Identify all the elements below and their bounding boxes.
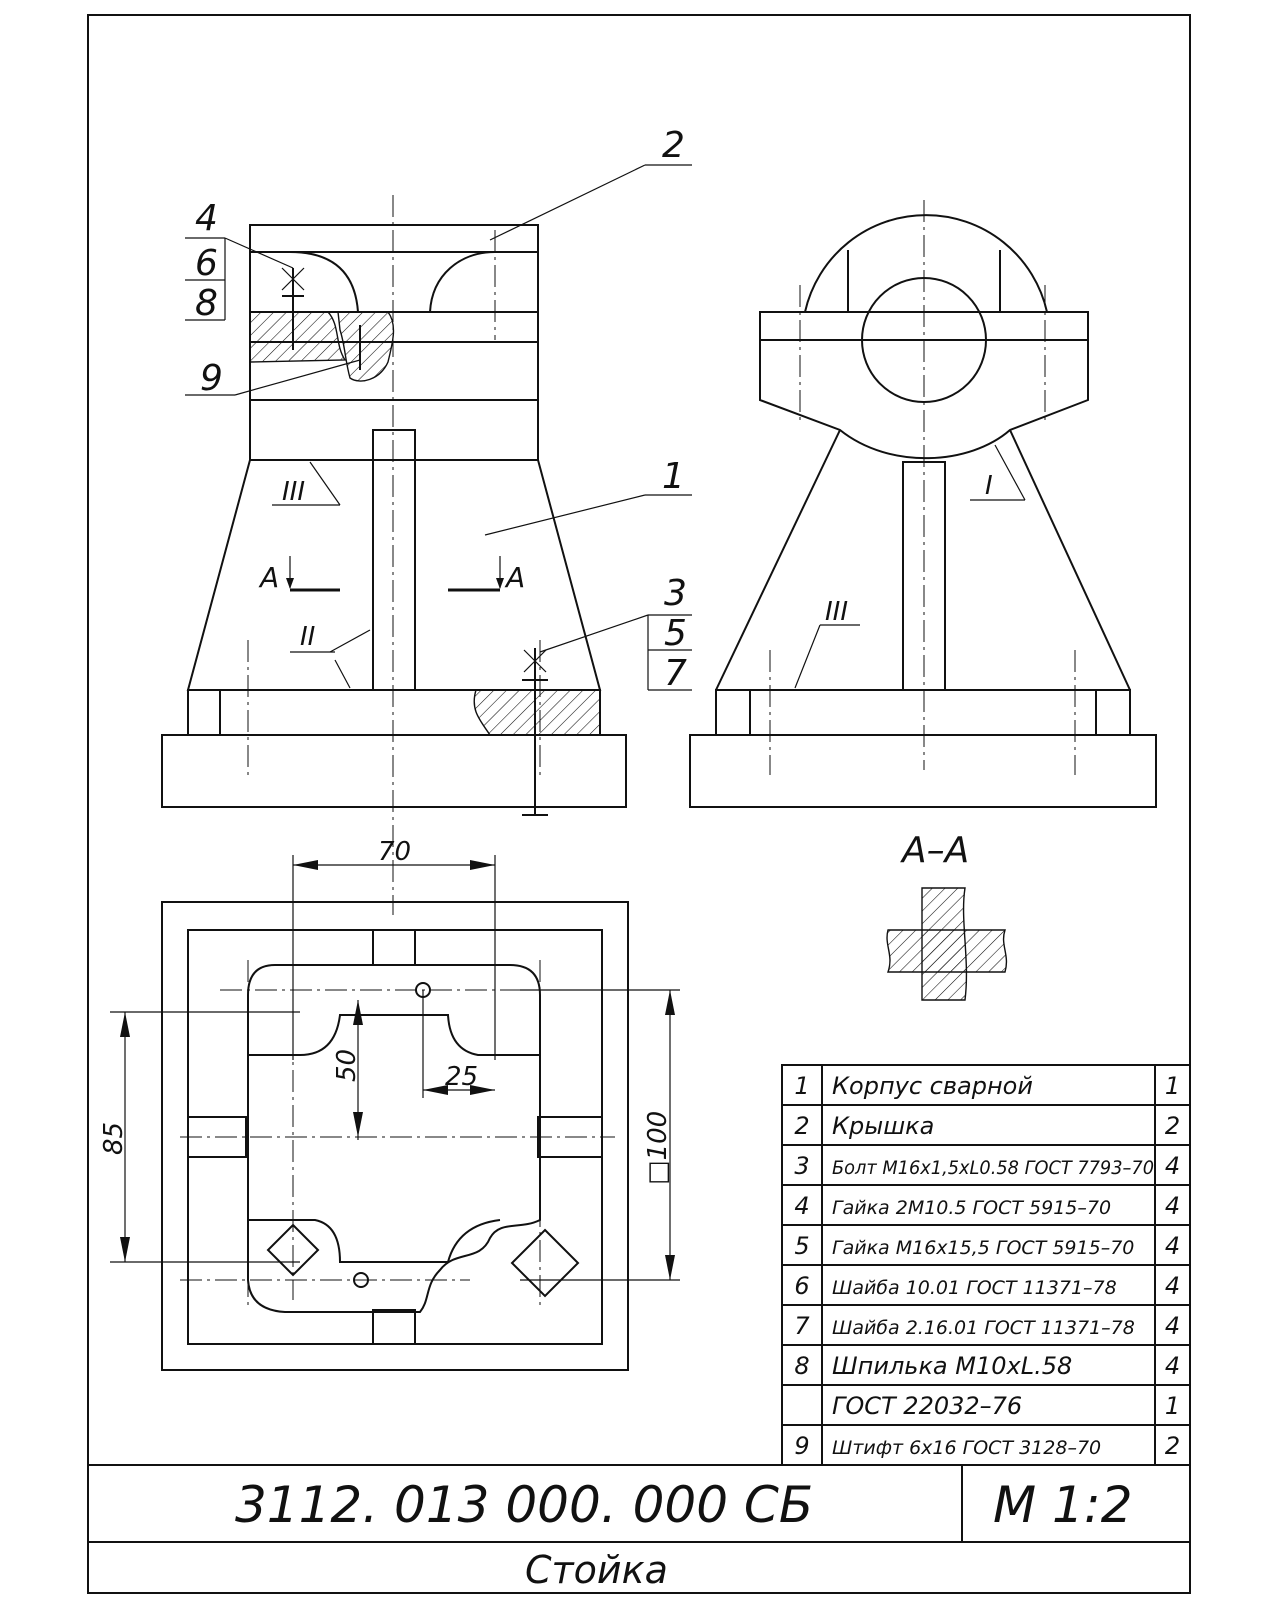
parts-row-qty: 1 xyxy=(1165,1072,1180,1100)
parts-row-qty: 4 xyxy=(1165,1192,1180,1220)
scale: М 1:2 xyxy=(993,1476,1133,1534)
parts-row-qty: 2 xyxy=(1165,1432,1180,1460)
parts-row-name: Шайба 2.16.01 ГОСТ 11371–78 xyxy=(832,1317,1135,1339)
dim-70: 70 xyxy=(378,837,411,867)
side-view: I III xyxy=(689,200,1157,808)
parts-row-name: Гайка М16х15,5 ГОСТ 5915–70 xyxy=(832,1237,1134,1259)
cut-letter-right: А xyxy=(504,561,525,594)
callout-9: 9 xyxy=(200,358,223,399)
drawing-title: Стойка xyxy=(525,1548,668,1592)
parts-row-pos: 9 xyxy=(794,1432,809,1460)
callout-5: 5 xyxy=(664,613,687,654)
weld-mark-i: I xyxy=(985,471,993,501)
callout-1: 1 xyxy=(662,456,685,497)
parts-row-pos: 1 xyxy=(794,1072,809,1100)
callout-4: 4 xyxy=(195,198,218,239)
cut-letter-left: А xyxy=(258,561,279,594)
section-a-a: А–А xyxy=(886,830,1008,1001)
dim-85: 85 xyxy=(99,1122,129,1155)
callout-3: 3 xyxy=(664,573,687,614)
parts-row-pos: 8 xyxy=(794,1352,809,1380)
parts-row-name: ГОСТ 22032–76 xyxy=(832,1392,1022,1420)
parts-row-name: Корпус сварной xyxy=(832,1072,1033,1100)
weld-mark-iii-side: III xyxy=(825,597,848,627)
parts-row-qty: 4 xyxy=(1165,1272,1180,1300)
dim-100: □100 xyxy=(643,1111,673,1185)
parts-row-qty: 4 xyxy=(1165,1152,1180,1180)
parts-row-pos: 4 xyxy=(794,1192,809,1220)
callout-8: 8 xyxy=(195,283,218,324)
callout-7: 7 xyxy=(664,653,687,694)
dim-50: 50 xyxy=(332,1049,362,1082)
title-block: 3112. 013 000. 000 СБ М 1:2 Стойка xyxy=(88,1464,1190,1592)
parts-row-qty: 4 xyxy=(1165,1232,1180,1260)
front-view: А А III II 2 1 3 5 7 4 6 8 9 xyxy=(161,125,692,915)
parts-row-name: Шайба 10.01 ГОСТ 11371–78 xyxy=(832,1277,1117,1299)
parts-row-pos: 6 xyxy=(794,1272,809,1300)
sheet-frame xyxy=(87,14,1191,1594)
parts-row-name: Шпилька М10хL.58 xyxy=(832,1352,1072,1380)
weld-mark-ii: II xyxy=(300,622,315,652)
parts-row-pos: 5 xyxy=(794,1232,809,1260)
parts-row-pos: 7 xyxy=(794,1312,810,1340)
parts-row-pos: 2 xyxy=(794,1112,809,1140)
parts-row-name: Гайка 2М10.5 ГОСТ 5915–70 xyxy=(832,1197,1111,1219)
parts-row-name: Штифт 6х16 ГОСТ 3128–70 xyxy=(832,1437,1101,1459)
dim-25: 25 xyxy=(445,1062,478,1092)
doc-number: 3112. 013 000. 000 СБ xyxy=(235,1476,813,1534)
parts-row-name: Крышка xyxy=(832,1112,934,1140)
top-view: 70 85 □100 50 25 xyxy=(99,837,680,1371)
callout-6: 6 xyxy=(195,243,218,284)
parts-row-pos: 3 xyxy=(794,1152,809,1180)
parts-row-qty: 1 xyxy=(1165,1392,1180,1420)
parts-row-qty: 4 xyxy=(1165,1312,1180,1340)
parts-row-qty: 4 xyxy=(1165,1352,1180,1380)
callout-2: 2 xyxy=(662,125,685,166)
section-label: А–А xyxy=(900,830,969,871)
parts-table: 1 Корпус сварной 1 2 Крышка 2 3 Болт М16х1,5хL0… xyxy=(781,1064,1191,1466)
parts-row-qty: 2 xyxy=(1165,1112,1180,1140)
weld-mark-iii-front: III xyxy=(282,477,305,507)
parts-row-name: Болт М16х1,5хL0.58 ГОСТ 7793–70 xyxy=(832,1157,1154,1179)
